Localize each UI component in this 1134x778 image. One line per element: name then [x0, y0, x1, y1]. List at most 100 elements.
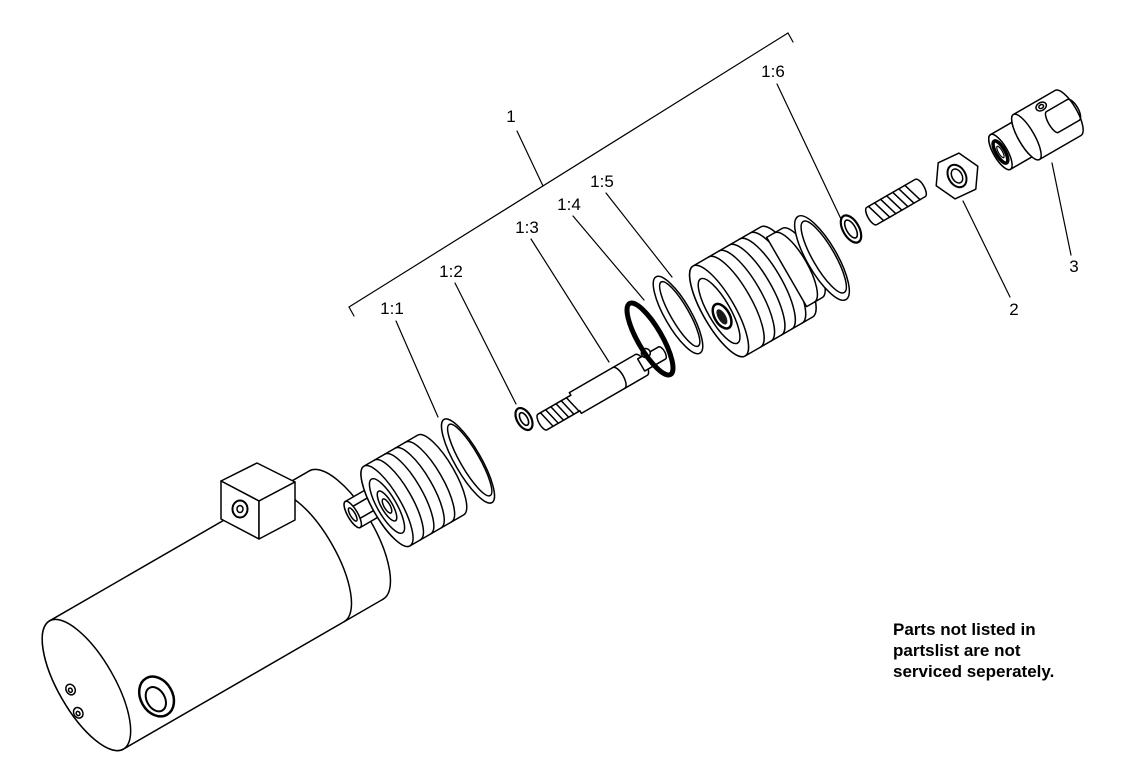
rod-thread-3: [550, 406, 564, 421]
head-groove-3: [394, 446, 445, 529]
hex-nut-hole-inner: [950, 168, 964, 184]
piston-groove-3: [728, 243, 786, 336]
clevis-slot-end: [1066, 98, 1082, 122]
callout-1: 1: [506, 107, 515, 126]
service-note-line-1: Parts not listed in: [893, 620, 1036, 639]
leader-line-1: [516, 130, 544, 187]
head-center-hole: [381, 498, 393, 514]
rod-thread-2: [545, 409, 559, 424]
piston-groove-2: [718, 249, 776, 342]
piston: [688, 225, 826, 358]
end-face-hole-2-dot: [75, 710, 81, 717]
callout-1-5: 1:5: [590, 172, 614, 191]
wear-ring: [652, 275, 704, 355]
cylinder-head: [360, 433, 468, 548]
gland-nut-hole: [347, 507, 358, 522]
wear-ring-inner: [658, 280, 701, 348]
o-ring-rod-end: [839, 214, 863, 244]
rod-thread-5: [560, 400, 575, 415]
port-block-hole: [231, 499, 249, 519]
end-face-hole-1: [65, 683, 77, 696]
callout-1-6: 1:6: [761, 62, 785, 81]
service-note: Parts not listed in partslist are not se…: [893, 619, 1123, 682]
piston-groove-1: [707, 255, 765, 348]
cylinder-barrel: [41, 468, 392, 752]
port-block-right-face: [258, 481, 296, 540]
callout-3: 3: [1069, 257, 1078, 276]
threaded-stub-body: [864, 178, 928, 226]
seal-ring-inner: [446, 423, 493, 497]
leader-line-1-2: [454, 282, 517, 405]
clevis-pin-hole: [1035, 101, 1048, 112]
end-face-hole-1-dot: [67, 687, 74, 694]
clevis-slot-bottom: [1057, 119, 1080, 134]
head-groove-4: [404, 440, 456, 523]
stub-thread-2: [873, 202, 891, 218]
leader-line-1-6: [776, 83, 842, 220]
leader-line-2: [962, 200, 1011, 298]
callout-1-1: 1:1: [380, 299, 404, 318]
hex-nut-hole: [946, 163, 968, 189]
head-groove-2: [384, 452, 435, 535]
rod-thread-1: [540, 412, 554, 427]
stub-thread-6: [898, 188, 915, 204]
backup-ring-inner: [800, 220, 848, 294]
clevis: [987, 89, 1084, 171]
backup-ring: [793, 215, 851, 301]
clevis-threaded-hole-inner: [996, 145, 1005, 159]
bracket-line-1: [348, 32, 789, 308]
rod-body: [536, 353, 650, 431]
callout-1-2: 1:2: [439, 262, 463, 281]
o-ring-thick: [624, 300, 676, 378]
threaded-stub: [864, 178, 928, 226]
leader-line-1-4: [572, 215, 645, 301]
barrel-port-hole-inner: [144, 686, 167, 713]
head-face-ring-2: [376, 490, 398, 522]
barrel-end-face: [41, 618, 132, 752]
clevis-slot-top: [1045, 98, 1068, 113]
bracket-tick-right: [787, 32, 794, 43]
port-block: [220, 462, 296, 540]
bracket-tick-left: [348, 306, 355, 317]
piston-face-ring: [697, 277, 741, 345]
callout-2: 2: [1009, 300, 1018, 319]
o-ring-small-outer: [514, 406, 534, 432]
piston-rod: [536, 346, 668, 431]
o-ring-rod-end-outer: [839, 214, 863, 244]
seal-ring: [440, 418, 496, 504]
leader-line-1-1: [395, 320, 439, 418]
o-ring-small: [514, 406, 534, 432]
rod-step-line: [611, 366, 627, 390]
o-ring-rod-end-inner: [843, 219, 859, 239]
callout-leaders: [348, 32, 1072, 418]
leader-line-1-3: [530, 238, 610, 363]
clevis-shoulder: [1010, 113, 1042, 161]
clevis-slot-root: [1044, 110, 1060, 134]
service-note-line-3: serviced seperately.: [893, 662, 1055, 681]
leader-line-3: [1051, 162, 1072, 256]
end-face-hole-2: [72, 706, 84, 719]
clevis-threaded-hole: [991, 139, 1010, 165]
stub-thread-4: [885, 195, 903, 211]
rod-thread-4: [555, 403, 570, 418]
leader-line-1-5: [605, 192, 673, 278]
callout-1-4: 1:4: [557, 195, 581, 214]
port-block-hole-inner: [236, 504, 244, 514]
callout-1-3: 1:3: [515, 218, 539, 237]
hex-nut: [935, 152, 979, 200]
stub-thread-5: [891, 191, 909, 208]
o-ring-thick-ring: [624, 300, 676, 378]
stub-thread-1: [867, 205, 885, 222]
piston-groove-4: [739, 237, 797, 330]
o-ring-small-inner: [518, 411, 530, 427]
stub-thread-3: [879, 198, 897, 215]
head-face-ring-1: [368, 477, 406, 535]
piston-rod-hole-inner: [716, 309, 728, 325]
clevis-pin-hole-inner: [1038, 103, 1045, 110]
rod-thread-6: [566, 397, 580, 412]
service-note-line-2: partslist are not: [893, 641, 1021, 660]
head-groove-1: [373, 458, 425, 541]
hex-nut-body: [935, 152, 979, 200]
